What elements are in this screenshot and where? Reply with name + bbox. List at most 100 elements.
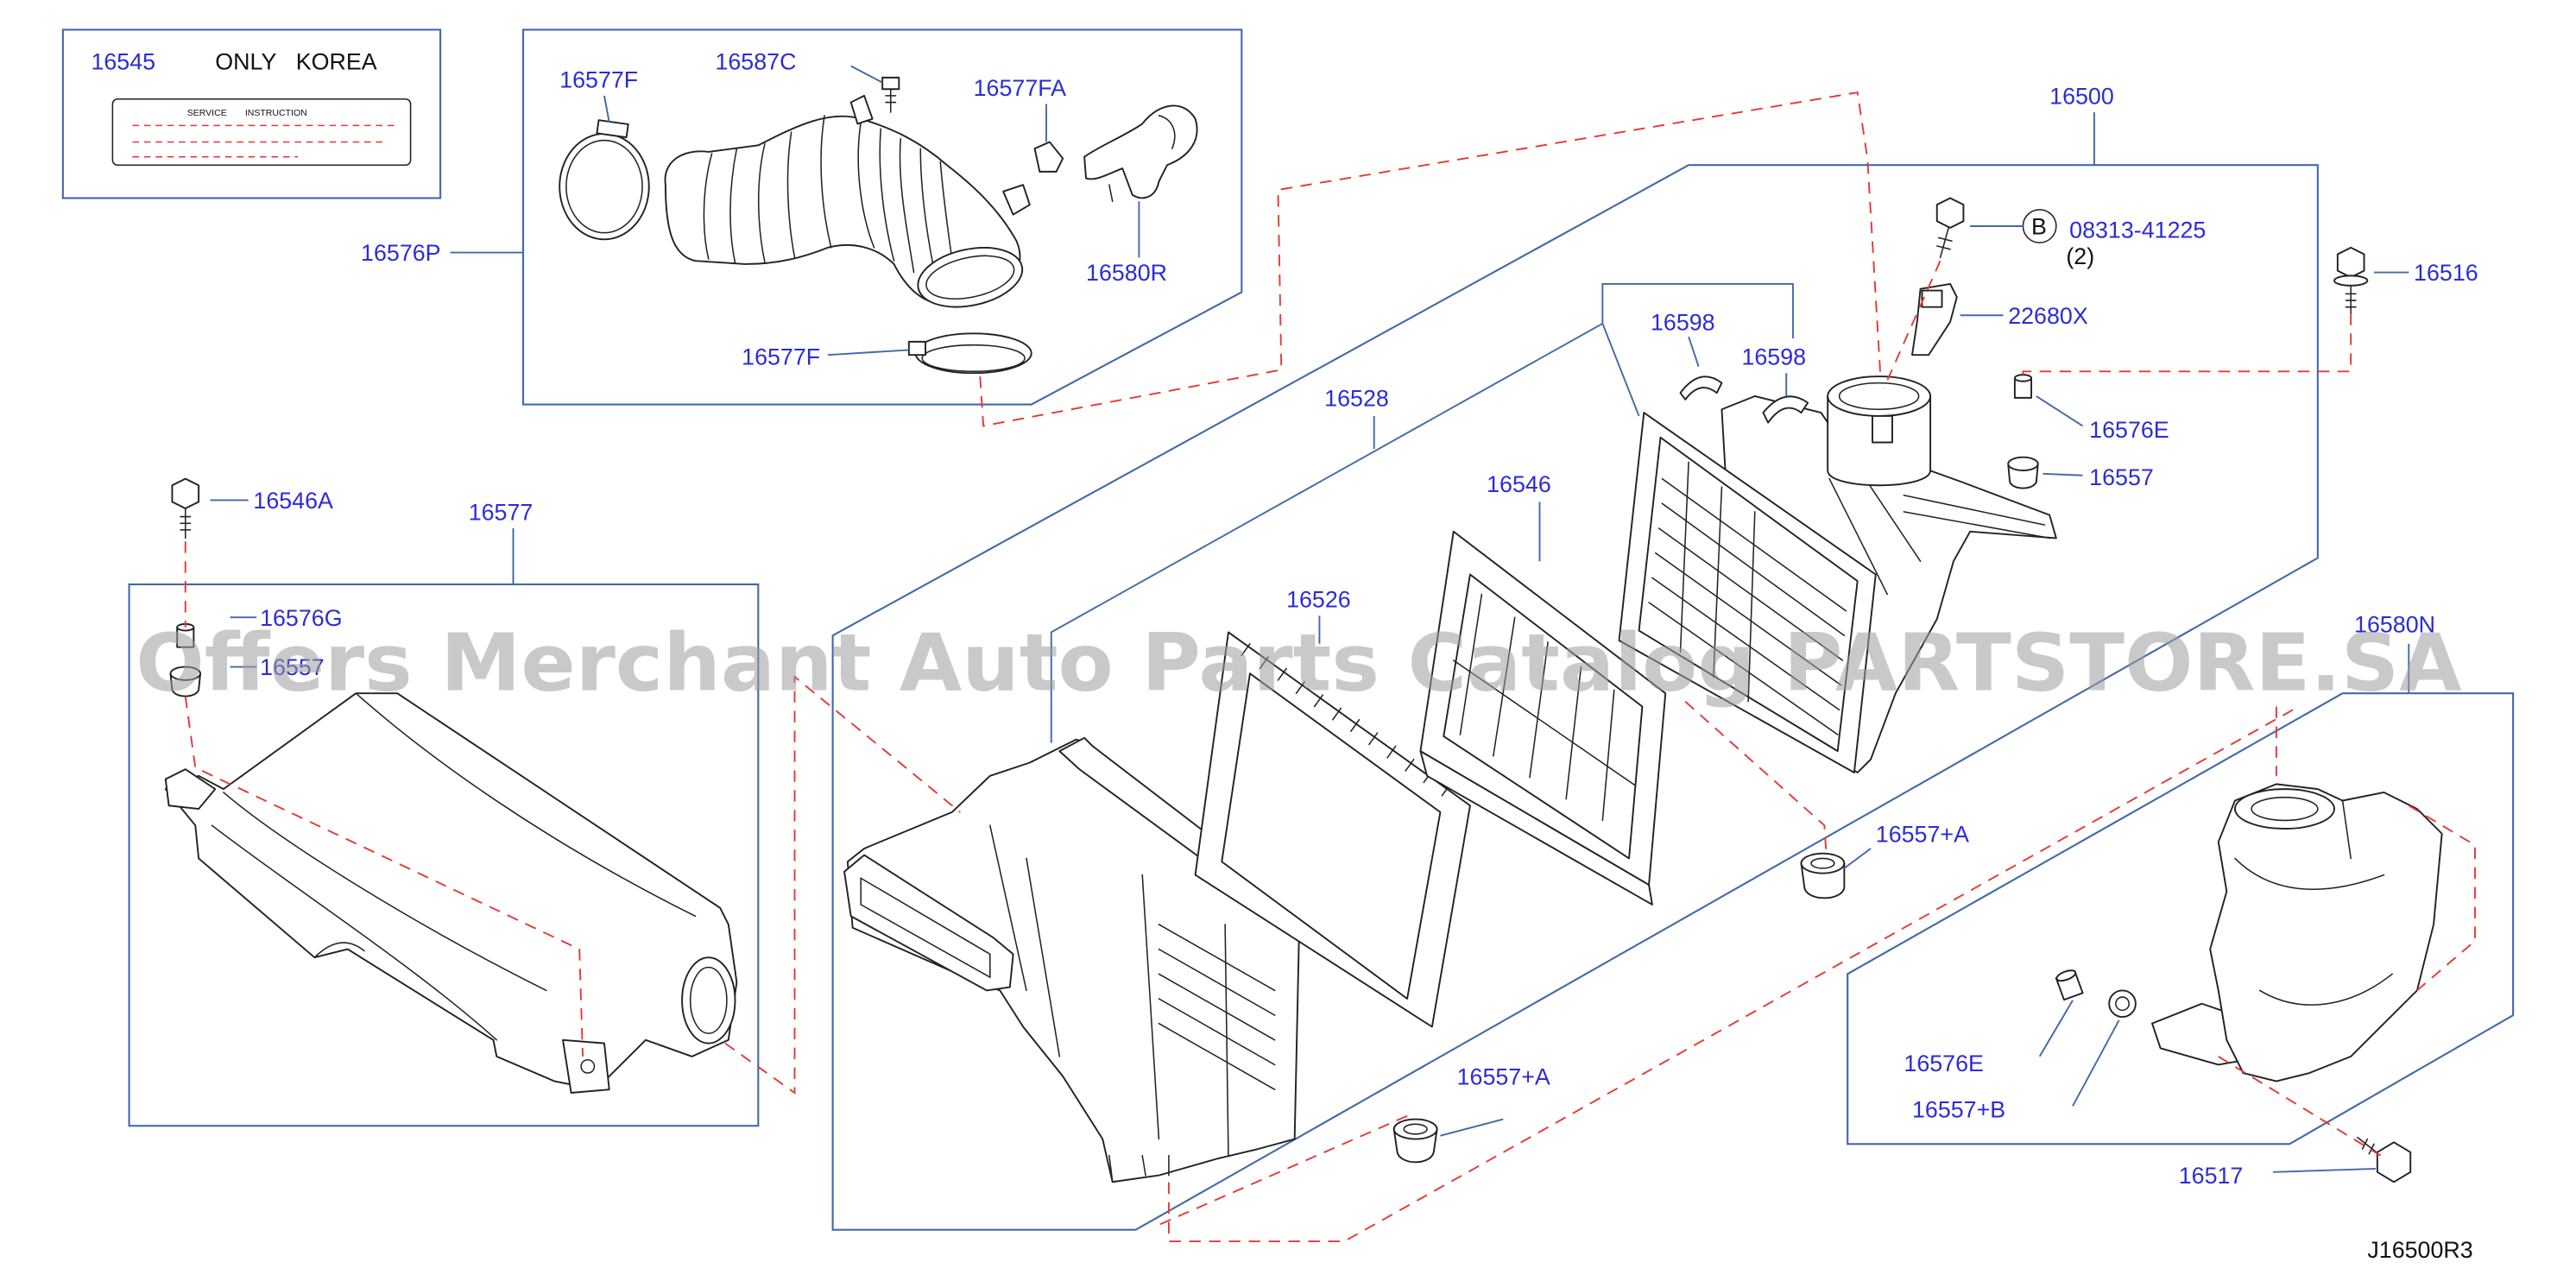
resonator-neck xyxy=(2233,788,2335,830)
leader-16557b xyxy=(2072,1019,2120,1107)
filter-element-inner xyxy=(1443,573,1644,860)
grommet-16557-upper xyxy=(2007,456,2039,489)
part-label-16587c: 16587C xyxy=(715,48,796,74)
sensor-mount xyxy=(1872,414,1893,444)
phantom-grommet-a-upper xyxy=(1684,701,1828,850)
part-label-08313-41225: 08313-41225 xyxy=(2069,217,2206,243)
leader-16598-left xyxy=(1688,336,1700,367)
bolt-16516-head xyxy=(2336,246,2365,279)
bolt-16546a-shank xyxy=(180,508,192,540)
part-label-16557a-lower: 16557+A xyxy=(1457,1063,1550,1089)
part-label-16516: 16516 xyxy=(2414,260,2478,286)
part-label-16576p: 16576P xyxy=(361,240,441,266)
leader-16557-upper xyxy=(2042,472,2083,476)
filter-element-16546 xyxy=(1419,530,1667,906)
phantom-duct-mount xyxy=(184,696,584,1057)
lower-case-body xyxy=(846,738,1301,1183)
bolt-16517 xyxy=(2357,1136,2412,1183)
leader-16528-bracket xyxy=(1050,282,1794,743)
intake-hose-ribs-left xyxy=(703,115,832,263)
hose-group-16576p: 16576P 16577F 16587C 16577FA xyxy=(361,28,1243,406)
small-clamp-16577fa xyxy=(1033,141,1064,173)
intake-hose-outlet-inner xyxy=(925,255,1015,300)
phantom-lines xyxy=(184,91,2476,1243)
filter-frame-16526 xyxy=(1194,631,1471,1028)
upper-case-flange-inner xyxy=(1638,436,1859,753)
collar-upper-top xyxy=(2013,374,2033,382)
part-label-16576g: 16576G xyxy=(260,605,342,631)
part-label-22680x: 22680X xyxy=(2008,303,2088,329)
lower-case-inlet-flange xyxy=(843,854,1014,992)
part-label-16580n: 16580N xyxy=(2354,611,2435,637)
lower-case-louvers xyxy=(989,824,1276,1157)
pin-head xyxy=(881,76,900,91)
leader-16576e-lower xyxy=(2038,1000,2074,1057)
intake-hose-top-port xyxy=(849,94,874,125)
bolt-b-quantity: (2) xyxy=(2066,243,2094,269)
resonator-contours xyxy=(2234,799,2393,1006)
sensor-22680x xyxy=(1911,282,1958,357)
resonator-neck-bore xyxy=(2251,796,2319,822)
grommet-upper-top xyxy=(2007,456,2039,471)
air-duct-contours xyxy=(211,692,697,1041)
phantom-resonator-to-case xyxy=(1167,709,2294,1243)
bolt-16516 xyxy=(2333,246,2369,315)
part-label-16528: 16528 xyxy=(1324,385,1389,411)
bolt-b-head xyxy=(1935,197,1965,229)
leader-16557a-lower xyxy=(1440,1118,1504,1137)
region-note: ONLY KOREA xyxy=(215,48,376,74)
lower-case-inlet-opening xyxy=(860,877,991,979)
air-cleaner-upper-case xyxy=(1618,375,2057,773)
elbow-hose-16580r xyxy=(1083,104,1198,203)
clamp-ring-lower-head xyxy=(907,340,926,357)
resonator-body xyxy=(2209,783,2443,1082)
air-duct-outlet-inner xyxy=(689,966,728,1034)
lower-case-feet xyxy=(1108,1154,1170,1183)
intake-hose-outlet-ring xyxy=(917,247,1024,308)
seal-16598-left xyxy=(1679,375,1723,401)
upper-case-tube-lines xyxy=(1828,461,2050,596)
phantom-hose-to-housing xyxy=(979,91,1882,427)
grommet-a-upper-top xyxy=(1800,852,1846,874)
air-flow-housing-bore xyxy=(1838,382,1920,411)
air-duct-bracket-left xyxy=(164,768,217,811)
grommet-16557a-lower xyxy=(1392,1118,1438,1164)
part-label-16545: 16545 xyxy=(91,48,155,74)
part-label-16546a: 16546A xyxy=(253,488,333,514)
clamp-ring-inner xyxy=(565,139,643,234)
collar-16576e-lower xyxy=(2055,969,2084,1001)
bolt-16516-flange xyxy=(2333,274,2369,287)
intake-hose-corrugations xyxy=(857,121,958,295)
phantom-bolt-b xyxy=(1883,260,1941,388)
part-label-16598-right: 16598 xyxy=(1741,344,1806,370)
pin-shank xyxy=(885,88,897,113)
pin-16587c xyxy=(881,76,900,113)
part-label-16577f-upper: 16577F xyxy=(559,66,638,92)
resonator-group-16580n: 16580N 16576E 16557+B 16517 xyxy=(1847,611,2515,1189)
clamp-ring-upper xyxy=(559,119,650,241)
collar-16576e-upper xyxy=(2013,374,2033,399)
leader-16577f-upper xyxy=(603,95,610,123)
phantom-bolt-16516 xyxy=(2022,313,2352,377)
bolt-16546a-head xyxy=(171,477,200,509)
upper-case-ribs xyxy=(1648,461,1847,735)
service-instruction-card xyxy=(111,98,412,167)
bolt-08313-41225 xyxy=(1935,197,1965,259)
phantom-resonator-side xyxy=(2408,805,2476,992)
part-label-16576e-upper: 16576E xyxy=(2089,417,2169,443)
part-label-16517: 16517 xyxy=(2179,1163,2244,1189)
clamp-ring-head xyxy=(596,119,629,139)
collar-lower-top xyxy=(2055,969,2077,982)
part-label-16526: 16526 xyxy=(1286,587,1351,613)
elbow-hose-body xyxy=(1083,104,1198,199)
part-label-16546: 16546 xyxy=(1487,471,1551,497)
air-cleaner-frame xyxy=(831,164,2319,1231)
drawing-id: J16500R3 xyxy=(2367,1237,2472,1263)
air-duct-bracket-hole xyxy=(580,1058,596,1074)
elbow-hose-detail xyxy=(1108,115,1176,203)
clamp-ring-lower xyxy=(907,332,1032,375)
notice-box-frame xyxy=(61,28,442,199)
card-service-text: SERVICE xyxy=(187,108,227,118)
phantom-grommet-a-lower xyxy=(1159,1114,1408,1226)
part-label-16557a-upper: 16557+A xyxy=(1876,821,1969,847)
